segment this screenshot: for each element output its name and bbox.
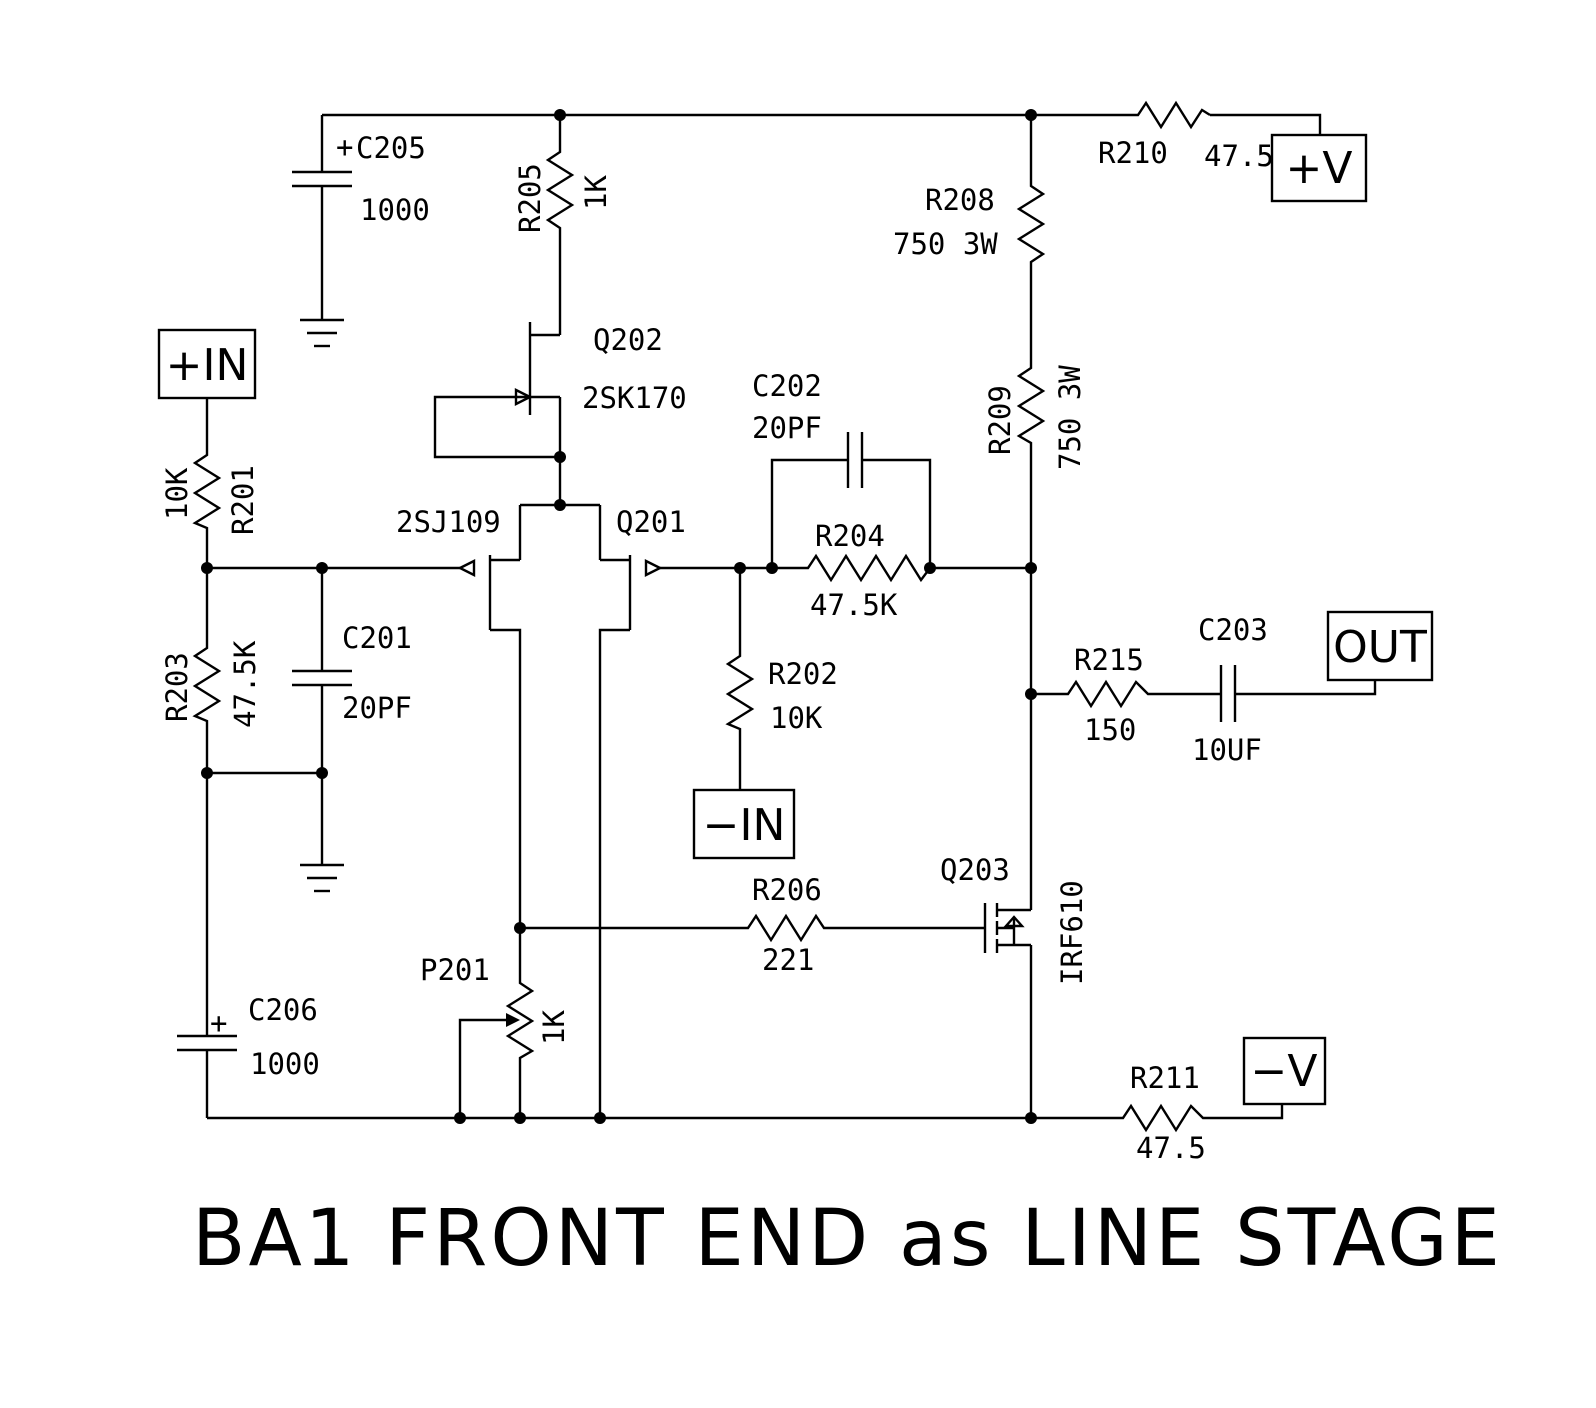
port-pos-in-label: +IN <box>166 340 249 391</box>
wires <box>205 113 1377 1120</box>
c202-value: 20PF <box>752 411 822 445</box>
r201-value: 10K <box>160 467 194 520</box>
q201-ref: Q201 <box>616 505 686 539</box>
c203-ref: C203 <box>1198 613 1268 647</box>
r201-ref: R201 <box>226 465 260 535</box>
port-pos-v[interactable]: +V <box>1270 133 1368 203</box>
r204-value: 47.5K <box>810 588 898 622</box>
port-out[interactable]: OUT <box>1326 610 1434 682</box>
port-neg-v[interactable]: −V <box>1242 1036 1327 1106</box>
r202-value: 10K <box>770 701 823 735</box>
r205-value: 1K <box>579 175 613 210</box>
c206-polarity: + <box>210 1006 227 1040</box>
r209-value: 750 3W <box>1053 365 1087 470</box>
p201-wiper-arrow <box>506 1013 520 1027</box>
r206-value: 221 <box>762 943 814 977</box>
ground-symbol-top <box>300 318 344 348</box>
diagram-title: BA1 FRONT END as LINE STAGE <box>192 1194 1503 1284</box>
r203-value: 47.5K <box>228 640 262 728</box>
q201-left-gate-arrow <box>457 559 476 577</box>
c201-value: 20PF <box>342 691 412 725</box>
q202-ref: Q202 <box>593 323 663 357</box>
c203-value: 10UF <box>1192 733 1262 767</box>
q202-part: 2SK170 <box>582 381 687 415</box>
r215-value: 150 <box>1084 713 1136 747</box>
c201-ref: C201 <box>342 621 412 655</box>
q201-part: 2SJ109 <box>396 505 501 539</box>
junction-dots <box>201 109 1037 1124</box>
r204-ref: R204 <box>815 519 885 553</box>
capacitor-C206-symbol <box>177 1030 237 1052</box>
resistor-R204-symbol <box>800 553 931 583</box>
capacitor-C205-symbol <box>292 170 352 188</box>
resistor-R215-symbol <box>1060 679 1155 709</box>
port-pos-in[interactable]: +IN <box>157 328 257 400</box>
capacitor-C202-symbol <box>846 432 864 488</box>
resistor-P201-symbol <box>505 975 535 1065</box>
ground-symbol-mid <box>300 863 344 893</box>
resistor-R201-symbol <box>192 447 222 533</box>
resistor-R208-symbol <box>1016 178 1046 268</box>
r211-ref: R211 <box>1130 1061 1200 1095</box>
resistor-R202-symbol <box>725 648 755 732</box>
port-pos-v-label: +V <box>1286 143 1353 194</box>
resistor-R211-symbol <box>1115 1103 1210 1133</box>
q203-ref: Q203 <box>940 853 1010 887</box>
c205-polarity: + <box>336 130 353 164</box>
r203-ref: R203 <box>160 652 194 722</box>
p201-value: 1K <box>537 1010 571 1045</box>
resistor-R210-symbol <box>1130 100 1211 130</box>
p201-ref: P201 <box>420 953 490 987</box>
mosfet-Q203-symbol <box>983 903 1033 953</box>
r208-value: 750 3W <box>893 227 998 261</box>
r205-ref: R205 <box>513 163 547 233</box>
c206-ref: C206 <box>248 993 318 1027</box>
port-neg-v-label: −V <box>1251 1046 1318 1097</box>
resistor-R206-symbol <box>740 913 830 943</box>
capacitor-C201-symbol <box>292 669 352 687</box>
r210-value: 47.5 <box>1204 139 1274 173</box>
capacitor-C203-symbol <box>1219 665 1237 722</box>
r209-ref: R209 <box>983 385 1017 455</box>
port-neg-in-label: −IN <box>703 800 786 851</box>
c202-ref: C202 <box>752 369 822 403</box>
c205-ref: C205 <box>356 131 426 165</box>
q202-gate-arrow <box>514 388 533 406</box>
c206-value: 1000 <box>250 1047 320 1081</box>
resistor-R205-symbol <box>545 145 575 235</box>
resistor-R209-symbol <box>1016 360 1046 448</box>
r211-value: 47.5 <box>1136 1131 1206 1165</box>
q203-part: IRF610 <box>1055 880 1089 985</box>
r206-ref: R206 <box>752 873 822 907</box>
r210-ref: R210 <box>1098 136 1168 170</box>
port-neg-in[interactable]: −IN <box>692 788 796 860</box>
r208-ref: R208 <box>925 183 995 217</box>
port-out-label: OUT <box>1333 622 1427 673</box>
c205-value: 1000 <box>360 193 430 227</box>
r215-ref: R215 <box>1074 643 1144 677</box>
r202-ref: R202 <box>768 657 838 691</box>
resistor-R203-symbol <box>192 640 222 725</box>
q201-right-gate-arrow <box>644 559 663 577</box>
